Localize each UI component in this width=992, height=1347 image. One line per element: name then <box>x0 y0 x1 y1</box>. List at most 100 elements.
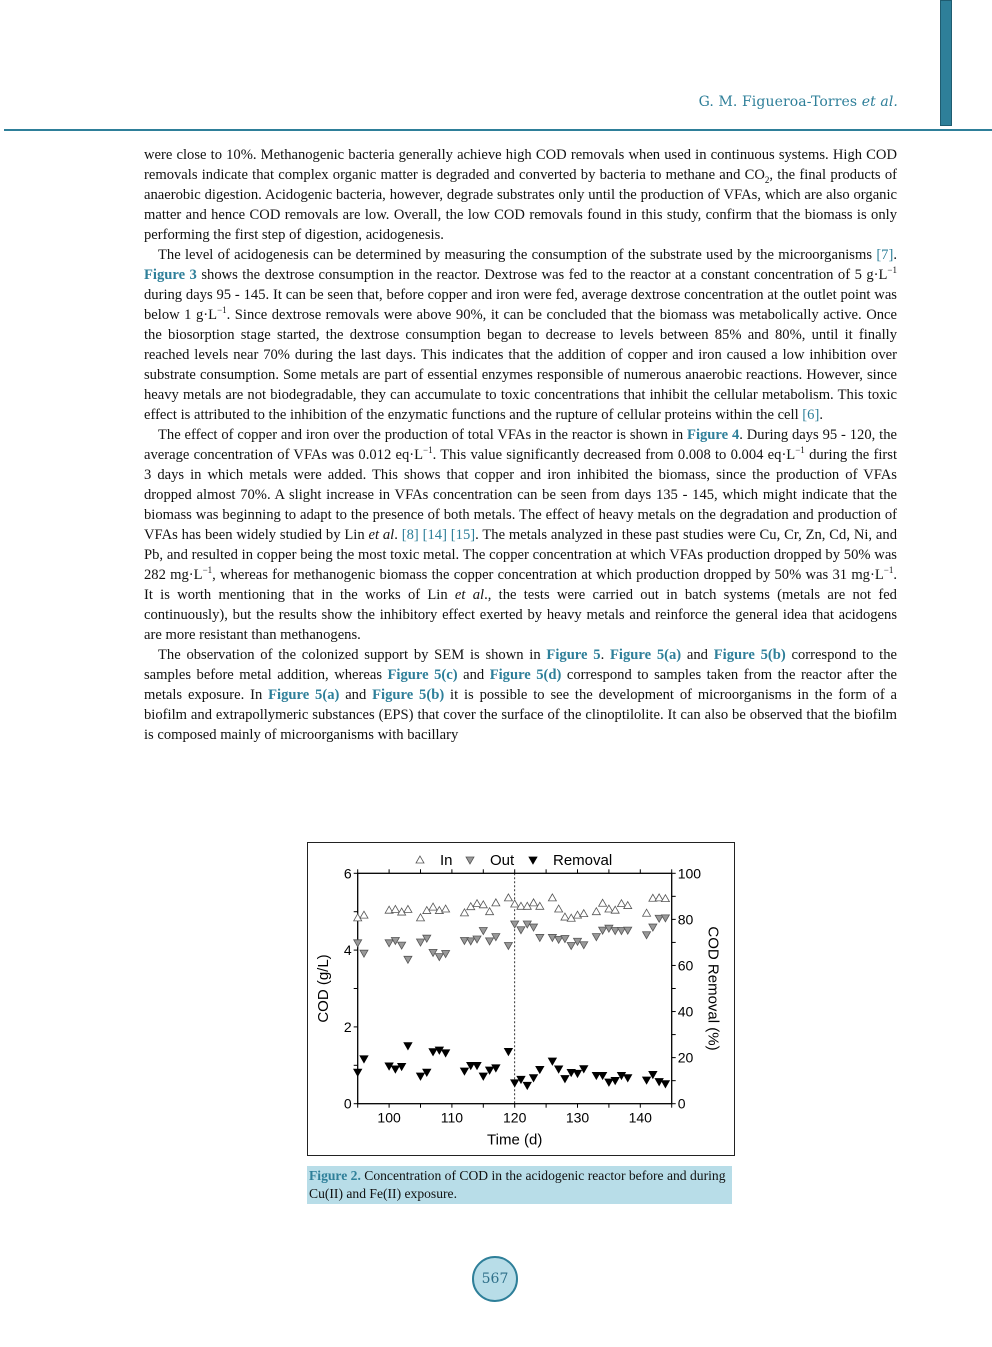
figure-caption: Figure 2. Concentration of COD in the ac… <box>307 1166 732 1204</box>
out-marker-icon <box>491 933 501 942</box>
journal-side-bar <box>940 0 952 126</box>
text: were close to 10%. Methanogenic bacteria… <box>144 147 897 183</box>
in-marker-icon <box>528 898 539 907</box>
in-marker-icon <box>623 900 633 909</box>
removal-marker-icon <box>566 1068 576 1078</box>
in-marker-icon <box>459 908 470 917</box>
superscript: −1 <box>202 565 213 576</box>
figure-3-link[interactable]: Figure 3 <box>144 267 197 283</box>
text: . <box>394 527 402 543</box>
text: The effect of copper and iron over the p… <box>158 427 688 443</box>
out-marker-icon <box>384 939 394 948</box>
caption-label: Figure 2. <box>309 1168 361 1183</box>
out-marker-icon <box>466 937 476 946</box>
text: and <box>457 667 490 683</box>
citation-link[interactable]: [6] <box>802 407 820 423</box>
in-marker-icon <box>353 913 363 922</box>
y-right-tick-label: 100 <box>678 865 702 881</box>
in-marker-icon <box>396 907 407 916</box>
figure-5d-link[interactable]: Figure 5(d) <box>489 667 562 683</box>
y-tick-label: 6 <box>344 865 352 881</box>
text: The observation of the colonized support… <box>158 647 547 663</box>
caption-text: Concentration of COD in the acidogenic r… <box>309 1168 726 1201</box>
out-marker-icon <box>403 955 413 965</box>
out-marker-icon <box>422 934 432 944</box>
in-marker-icon <box>359 910 369 919</box>
out-marker-icon <box>503 942 514 951</box>
legend-label: Out <box>490 852 515 869</box>
removal-marker-icon <box>579 1065 589 1074</box>
header-divider <box>4 129 992 131</box>
out-marker-icon <box>440 950 451 959</box>
y-right-tick-label: 80 <box>678 911 694 927</box>
out-marker-icon <box>434 953 445 962</box>
removal-marker-icon <box>459 1067 470 1076</box>
removal-marker-icon <box>591 1071 602 1081</box>
text: . <box>893 247 897 263</box>
removal-marker-icon <box>597 1071 608 1081</box>
in-marker-icon <box>466 901 476 911</box>
removal-marker-icon <box>403 1042 413 1051</box>
text: and <box>339 687 373 703</box>
removal-marker-icon <box>440 1049 451 1058</box>
out-marker-icon <box>616 927 627 936</box>
removal-marker-icon <box>535 1065 545 1075</box>
in-marker-icon <box>610 905 620 914</box>
removal-marker-icon <box>528 1074 539 1083</box>
figure-5a-link[interactable]: Figure 5(a) <box>609 647 682 663</box>
superscript: −1 <box>217 305 227 316</box>
in-marker-icon <box>560 912 570 921</box>
in-marker-icon <box>390 904 401 913</box>
out-marker-icon <box>654 914 664 924</box>
figure-4-link[interactable]: Figure 4 <box>687 427 740 443</box>
y-right-tick-label: 0 <box>678 1096 686 1112</box>
out-marker-icon <box>591 933 602 942</box>
legend-in-marker-icon <box>415 855 425 864</box>
text: The level of acidogenesis can be determi… <box>158 247 877 263</box>
figure-5b-link[interactable]: Figure 5(b) <box>713 647 786 663</box>
out-marker-icon <box>604 924 614 934</box>
figure-5-link[interactable]: Figure 5 <box>546 647 601 663</box>
removal-marker-icon <box>510 1079 520 1088</box>
legend-label: In <box>440 852 453 869</box>
text: . It is worth mentioning that in the wor… <box>144 567 897 603</box>
et-al: et al <box>368 527 395 543</box>
in-marker-icon <box>604 904 614 913</box>
in-marker-icon <box>472 898 482 908</box>
paragraph-vfa-production: The effect of copper and iron over the p… <box>144 425 897 645</box>
removal-marker-icon <box>478 1072 488 1081</box>
x-axis-label: Time (d) <box>487 1132 542 1149</box>
text: . During days 95 - 120, the average conc… <box>144 427 897 463</box>
y-right-tick-label: 20 <box>678 1050 694 1066</box>
page-number: 567 <box>481 1271 509 1287</box>
removal-marker-icon <box>660 1080 671 1089</box>
citation-link[interactable]: [8] [14] [15] <box>401 527 476 543</box>
text: correspond to the samples before metal a… <box>144 647 897 683</box>
in-marker-icon <box>484 906 495 916</box>
figure-5b-link[interactable]: Figure 5(b) <box>372 687 445 703</box>
removal-marker-icon <box>484 1066 495 1075</box>
figure-5c-link[interactable]: Figure 5(c) <box>387 667 458 683</box>
in-marker-icon <box>516 901 526 910</box>
figure-5a-link[interactable]: Figure 5(a) <box>268 687 340 703</box>
text: during the first 3 days in which metals … <box>144 447 898 543</box>
removal-marker-icon <box>359 1055 369 1064</box>
in-marker-icon <box>384 905 394 914</box>
in-marker-icon <box>654 893 664 902</box>
y-right-tick-label: 60 <box>678 957 694 973</box>
out-marker-icon <box>579 941 589 950</box>
text: . <box>600 647 610 663</box>
out-marker-icon <box>353 939 363 948</box>
out-marker-icon <box>428 949 438 958</box>
in-marker-icon <box>641 908 652 917</box>
out-marker-icon <box>660 914 671 923</box>
citation-link[interactable]: [7] <box>876 247 894 263</box>
out-marker-icon <box>516 926 526 935</box>
in-marker-icon <box>547 893 558 902</box>
text: . <box>819 407 823 423</box>
in-marker-icon <box>572 910 583 919</box>
x-tick-label: 130 <box>566 1110 590 1126</box>
out-marker-icon <box>566 942 576 951</box>
et-al: et al <box>454 587 485 603</box>
paragraph-cod-removal: were close to 10%. Methanogenic bacteria… <box>144 145 897 245</box>
